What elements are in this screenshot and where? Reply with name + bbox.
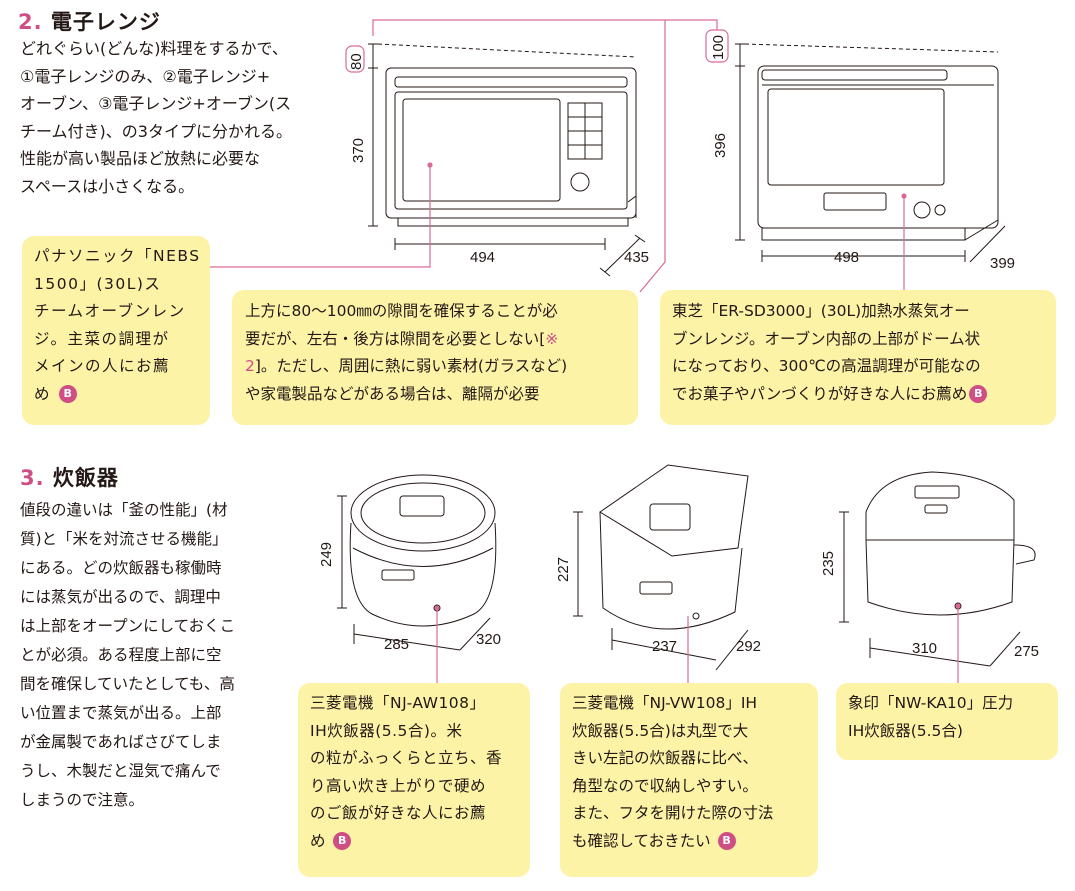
note-line: ジ。主菜の調理が (34, 329, 170, 348)
note-line: ]。ただし、周囲に熱に弱い素材(ガラスなど) (254, 357, 568, 375)
text-line: は上部をオープンにしておくこ (20, 617, 236, 635)
note-panasonic: パナソニック「NEBS 1500」(30L)ス チームオーブンレン ジ。主菜の調… (22, 236, 210, 425)
note-line: IH炊飯器(5.5合) (848, 721, 963, 740)
dim-label-width: 494 (470, 249, 495, 266)
note-clearance: 上方に80～100㎜の隙間を確保することが必 要だが、左右・後方は隙間を必要とし… (232, 290, 638, 425)
dimension-labels: 80 100 370 494 435 396 498 399 249 285 3… (318, 35, 1039, 660)
dim-label-depth: 435 (624, 249, 649, 266)
note-line: 三菱電機「NJ-AW108」 (310, 694, 486, 712)
text-line: には蒸気が出るので、調理中 (20, 588, 221, 606)
ricecooker-ka-illustration (865, 471, 1036, 616)
dim-label-height: 249 (318, 542, 335, 567)
section-number: 3. (20, 466, 45, 490)
dim-label-height: 235 (820, 551, 837, 576)
leader-lines (210, 19, 961, 690)
ricecooker-vw-illustration (599, 464, 749, 630)
reference-mark: ※ (545, 329, 559, 348)
note-line: り高い炊き上がりで硬め (310, 776, 487, 795)
ricecooker-ka-dimensions (839, 511, 1021, 667)
note-nj-vw108: 三菱電機「NJ-VW108」IH 炊飯器(5.5合)は丸型で大 きい左記の炊飯器… (560, 683, 818, 877)
ricecooker-aw-dimensions (337, 495, 491, 651)
text-line: チーム付き)、の3タイプに分かれる。 (20, 121, 292, 141)
dim-label-height: 227 (555, 557, 572, 582)
note-line: 要だが、左右・後方は隙間を必要としない[ (245, 329, 546, 348)
dim-label-depth: 292 (736, 638, 761, 655)
section-heading-microwave: 2. 電子レンジ (18, 6, 161, 36)
dim-label-depth: 399 (990, 255, 1015, 272)
note-line: のご飯が好きな人にお薦 (310, 804, 487, 822)
ricecooker-body-text: 値段の違いは「釜の性能」(材 質)と「米を対流させる機能」 にある。どの炊飯器も… (20, 496, 235, 815)
note-line: め (34, 384, 52, 403)
dim-label-width: 285 (384, 636, 409, 653)
dim-label-width: 498 (834, 249, 859, 266)
note-line: 東芝「ER-SD3000」(30L)加熱水蒸気オー (672, 302, 970, 320)
note-line: や家電製品などがある場合は、離隔が必要 (245, 384, 540, 403)
b-badge-icon: B (333, 832, 352, 850)
b-badge-icon: B (969, 385, 988, 403)
dim-label-top-a: 80 (348, 53, 365, 70)
note-line: IH炊飯器(5.5合)。米 (310, 721, 463, 740)
text-line: うし、木製だと湿気で痛んで (20, 762, 221, 780)
dim-label-width: 310 (912, 640, 937, 657)
microwave-b-illustration (757, 65, 999, 241)
section-title: 炊飯器 (52, 466, 119, 490)
note-line: 象印「NW-KA10」圧力 (848, 694, 1014, 712)
section-title: 電子レンジ (50, 10, 161, 34)
text-line: 性能が高い製品ほど放熱に必要な (20, 149, 261, 168)
note-line: メインの人にお薦 (34, 357, 171, 375)
text-line: が金属製であればさびてしま (20, 733, 222, 751)
text-line: どれぐらい(どんな)料理をするかで、 (20, 39, 288, 58)
text-line: オーブン、③電子レンジ+オーブン(ス (20, 94, 292, 113)
note-line: ブンレンジ。オーブン内部の上部がドーム状 (672, 329, 981, 348)
text-line: とが必須。ある程度上部に空 (20, 646, 222, 664)
note-line: 三菱電機「NJ-VW108」IH (572, 694, 758, 712)
dim-label-depth: 275 (1014, 643, 1039, 660)
note-line: また、フタを開けた際の寸法 (572, 804, 774, 822)
ricecooker-aw-illustration (349, 474, 497, 627)
note-line: 1500」(30L)ス (34, 274, 162, 293)
note-line: きい左記の炊飯器に比べ、 (572, 749, 759, 767)
clearance-callouts (345, 29, 729, 73)
note-line: チームオーブンレン (34, 302, 186, 320)
text-line: い位置まで蒸気が出る。上部 (20, 704, 222, 722)
text-line: ①電子レンジのみ、②電子レンジ+ (20, 66, 271, 86)
microwave-b-dimensions (735, 43, 1006, 263)
note-line: になっており、300℃の高温調理が可能なの (672, 357, 981, 375)
note-nw-ka10: 象印「NW-KA10」圧力 IH炊飯器(5.5合) (836, 683, 1058, 760)
note-line: 炊飯器(5.5合)は丸型で大 (572, 721, 749, 740)
microwave-a-illustration (385, 67, 637, 227)
b-badge-icon: B (59, 385, 78, 403)
text-line: スペースは小さくなる。 (20, 176, 195, 196)
note-line: の粒がふっくらと立ち、香 (310, 749, 503, 767)
note-line: パナソニック「NEBS (34, 247, 201, 265)
section-heading-ricecooker: 3. 炊飯器 (20, 462, 119, 492)
microwave-body-text: どれぐらい(どんな)料理をするかで、 ①電子レンジのみ、②電子レンジ+ オーブン… (20, 35, 292, 200)
note-nj-aw108: 三菱電機「NJ-AW108」 IH炊飯器(5.5合)。米 の粒がふっくらと立ち、… (298, 683, 530, 877)
note-line: でお菓子やパンづくりが好きな人にお薦め (672, 384, 968, 403)
note-toshiba: 東芝「ER-SD3000」(30L)加熱水蒸気オー ブンレンジ。オーブン内部の上… (660, 290, 1056, 425)
microwave-a-dimensions (368, 43, 646, 277)
dim-label-height: 370 (350, 138, 367, 163)
text-line: しまうので注意。 (20, 791, 145, 809)
text-line: 間を確保していたとしても、高 (20, 675, 235, 693)
text-line: 質)と「米を対流させる機能」 (20, 530, 228, 548)
note-line: 上方に80～100㎜の隙間を確保することが必 (245, 302, 558, 320)
dim-label-depth: 320 (476, 631, 501, 648)
text-line: にある。どの炊飯器も稼働時 (20, 559, 222, 577)
text-line: 値段の違いは「釜の性能」(材 (20, 501, 228, 519)
dim-label-top-b: 100 (710, 35, 727, 60)
note-line: め (310, 831, 327, 850)
dim-label-height: 396 (712, 133, 729, 158)
section-number: 2. (18, 10, 43, 34)
note-line: 角型なので収納しやすい。 (572, 776, 758, 795)
b-badge-icon: B (717, 832, 736, 850)
dim-label-width: 237 (652, 638, 677, 655)
ricecooker-vw-dimensions (573, 511, 749, 671)
reference-number: 2 (245, 357, 255, 375)
note-line: も確認しておきたい (572, 831, 711, 850)
